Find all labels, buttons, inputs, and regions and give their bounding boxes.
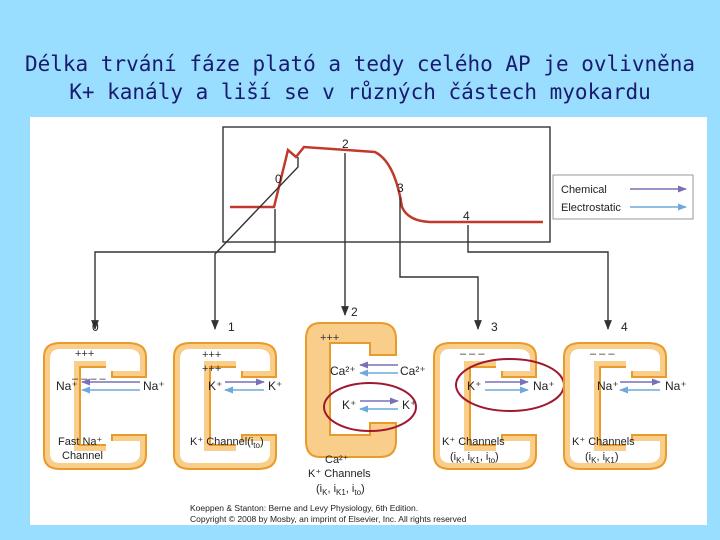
cell-0-charges-top: +++ [75,348,94,360]
cell-4-label-1: K⁺ Channels [572,436,635,448]
cell-2-label-2-sub-k1: K1 [336,488,346,497]
cell-2-charges-top: +++ [320,332,339,344]
cell-4-label-2-sep1: , i [596,451,605,463]
arrow-phase-3 [399,197,482,330]
cell-3-label-2-sub-k: K [456,456,462,465]
cell-4-label-2: (iK, iK1) [585,451,618,465]
cell-2-highlight-circle [323,382,417,432]
cell-phase-0: 0 +++ – – – – Na⁺ Na⁺ Fast Na⁺ Channel [43,320,165,470]
slide-title: Délka trvání fáze plató a tedy celého AP… [0,50,720,106]
cell-4-label-2-sub-k1: K1 [605,456,615,465]
action-potential-curve [230,145,543,224]
cell-3-label-2-sub-to: to [488,456,495,465]
cell-0-ion-in: Na⁺ [56,379,78,393]
cell-2-label-2: (iK, iK1, ito) [316,483,365,497]
arrow-phase-0 [91,209,276,330]
phase-label-2: 2 [342,137,349,151]
cell-2-label-1: K⁺ Channels [308,468,371,480]
cell-1-ion-out: K⁺ [268,379,282,393]
cell-1-label: K⁺ Channel(ito) [190,436,264,450]
cell-4-charges-top: – – – [590,348,615,360]
cell-1-label-end: ) [260,436,264,448]
phase-label-0: 0 [275,172,282,186]
cell-3-label-2-sep2: , i [480,451,489,463]
cell-2-label-2-end: ) [361,483,365,495]
cell-3-label-2-sub-k1: K1 [470,456,480,465]
cell-3-label-2-end: ) [495,451,499,463]
action-potential-figure: 0 2 3 4 Chemical Electrostatic 0 +++ – –… [30,117,707,525]
cell-phase-3: 3 – – – K⁺ Na⁺ K⁺ Channels (iK, iK1, ito… [433,320,565,470]
cell-3-label-2-open: (i [450,451,456,463]
cell-1-ion-in: K⁺ [208,379,222,393]
cell-2-k-out: K⁺ [402,398,416,412]
cell-0-label-1: Fast Na⁺ [58,436,103,448]
cell-2-number: 2 [351,305,358,319]
cell-4-label-2-sub-k: K [591,456,597,465]
cell-2-label-ca: Ca²⁺ [325,454,349,466]
cell-1-label-sub: to [253,441,260,450]
cell-2-label-2-sub-k: K [322,488,328,497]
cell-2-label-2-open: (i [316,483,322,495]
credit-line-2: Copyright © 2008 by Mosby, an imprint of… [190,514,467,524]
title-line-2: K+ kanály a liší se v různých částech my… [69,80,651,104]
cell-phase-2: 2 +++ Ca²⁺ Ca²⁺ K⁺ K⁺ Ca²⁺ K⁺ Channels (… [305,305,426,497]
cell-0-number: 0 [92,320,99,334]
cell-3-label-1: K⁺ Channels [442,436,505,448]
cell-phase-4: 4 – – – Na⁺ Na⁺ K⁺ Channels (iK, iK1) [563,320,687,470]
cell-3-ion-in: K⁺ [467,379,481,393]
cell-3-charges-top: – – – [460,348,485,360]
cell-2-label-2-sep2: , i [346,483,355,495]
cell-2-channel-shape [305,322,397,458]
credit-line-1: Koeppen & Stanton: Berne and Levy Physio… [190,503,418,513]
cell-3-label-2: (iK, iK1, ito) [450,451,499,465]
cell-1-charges-top: +++ [202,349,221,361]
cell-3-label-2-sep1: , i [461,451,470,463]
cell-4-label-2-end: ) [615,451,619,463]
cell-4-label-2-open: (i [585,451,591,463]
cell-phase-1: 1 +++ +++ K⁺ K⁺ K⁺ Channel(ito) [173,320,282,470]
cell-0-ion-out: Na⁺ [143,379,165,393]
cell-2-ca-out: Ca²⁺ [400,364,426,378]
cell-0-label-2: Channel [62,450,103,462]
cell-2-label-2-sep1: , i [327,483,336,495]
arrow-phase-1 [211,157,299,330]
cell-3-ion-out: Na⁺ [533,379,555,393]
cell-2-ca-in: Ca²⁺ [330,364,356,378]
cell-4-ion-in: Na⁺ [597,379,619,393]
cell-2-label-2-sub-to: to [354,488,361,497]
legend-chemical-label: Chemical [561,184,607,196]
cell-2-k-in: K⁺ [342,398,356,412]
title-line-1: Délka trvání fáze plató a tedy celého AP… [24,52,696,76]
figure-svg: 0 2 3 4 Chemical Electrostatic 0 +++ – –… [43,126,694,524]
cell-4-number: 4 [621,320,628,334]
legend-box [552,174,694,220]
phase-label-4: 4 [463,209,470,223]
phase-label-3: 3 [397,181,404,195]
ap-graph-box [222,126,551,243]
cell-1-number: 1 [228,320,235,334]
cell-4-ion-out: Na⁺ [665,379,687,393]
cell-1-label-text: K⁺ Channel(i [190,436,253,448]
cell-1-charges-mid: +++ [202,363,221,375]
cell-3-number: 3 [491,320,498,334]
legend-electrostatic-label: Electrostatic [561,202,621,214]
arrow-phase-4 [467,225,612,330]
